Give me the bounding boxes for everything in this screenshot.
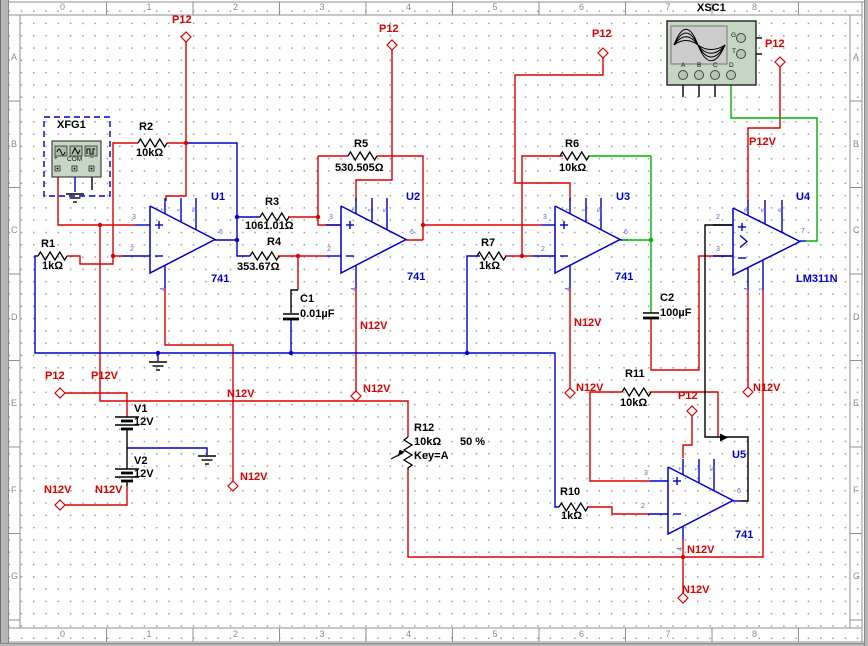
net-connector-diamond[interactable]	[350, 390, 362, 402]
wire-junction	[110, 253, 116, 259]
component-symbols[interactable]	[37, 31, 802, 604]
ground-trunk[interactable]	[149, 361, 167, 371]
wires-black-nets[interactable]	[91, 37, 762, 502]
wire-junction	[234, 237, 240, 243]
comparator-U4[interactable]	[732, 200, 802, 290]
xsc-terminal-d[interactable]	[726, 70, 736, 80]
function-generator-xfg1[interactable]	[43, 116, 111, 197]
wires-green-nets[interactable]	[588, 80, 818, 313]
capacitor-C2[interactable]	[643, 312, 659, 320]
oscilloscope-xsc1[interactable]	[666, 20, 757, 86]
resistor-R2[interactable]	[137, 137, 168, 149]
xsc-terminal-b[interactable]	[694, 70, 704, 80]
wire-junction	[155, 350, 161, 356]
resistor-R6[interactable]	[559, 150, 590, 162]
wire-junction	[519, 253, 525, 259]
resistor-R4[interactable]	[249, 250, 280, 262]
resistor-R11[interactable]	[621, 386, 652, 398]
wire-junction	[295, 253, 301, 259]
net-connector-diamond[interactable]	[774, 56, 786, 68]
net-connector-diamond[interactable]	[597, 47, 609, 59]
net-connector-diamond[interactable]	[686, 405, 698, 417]
resistor-R3[interactable]	[259, 211, 290, 223]
net-connector-diamond[interactable]	[742, 386, 754, 398]
wire-junction	[288, 350, 294, 356]
oscilloscope-screen	[670, 25, 728, 65]
resistor-R10[interactable]	[558, 501, 589, 513]
opamp-U3[interactable]	[554, 198, 622, 288]
scope-waveform-trace	[673, 40, 726, 50]
net-connector-diamond[interactable]	[564, 387, 576, 399]
wire-junction	[234, 214, 240, 220]
wire-junction	[680, 554, 686, 560]
xsc-terminal-t[interactable]	[736, 49, 746, 59]
xsc-terminal-a[interactable]	[678, 70, 688, 80]
opamp-U5[interactable]	[667, 459, 735, 540]
net-connector-diamond[interactable]	[227, 480, 239, 492]
wires-red-nets[interactable]	[57, 42, 781, 594]
resistor-R1[interactable]	[37, 250, 68, 262]
capacitor-C1[interactable]	[283, 313, 299, 321]
xsc-terminal-g[interactable]	[736, 33, 746, 43]
opamp-U2[interactable]	[340, 198, 408, 288]
battery-V2[interactable]	[115, 468, 139, 483]
resistor-R7[interactable]	[476, 250, 507, 262]
window-edge-right	[864, 0, 868, 646]
ground-battery-mid[interactable]	[198, 455, 216, 465]
wire-junction	[315, 214, 321, 220]
opamp-U1[interactable]	[149, 198, 217, 288]
xsc-terminal-c[interactable]	[710, 70, 720, 80]
window-edge-left	[0, 0, 9, 646]
wire-junction-arrow	[720, 433, 728, 442]
ground-xfg1[interactable]	[66, 193, 84, 203]
net-connector-diamond[interactable]	[677, 592, 689, 604]
net-connector-diamond[interactable]	[54, 387, 66, 399]
wire-junction	[464, 350, 470, 356]
wire-junction	[420, 222, 426, 228]
resistor-R5[interactable]	[347, 150, 378, 162]
sine-icon	[56, 148, 66, 156]
battery-V1[interactable]	[115, 416, 139, 431]
potentiometer-R12[interactable]	[390, 436, 414, 470]
wires-blue-nets[interactable]	[34, 142, 806, 515]
square-wave-button[interactable]	[84, 145, 98, 157]
window-edge-bottom	[0, 643, 868, 646]
wire-junction	[97, 222, 103, 228]
net-connector-diamond[interactable]	[54, 499, 66, 511]
wire-junction	[183, 140, 189, 146]
net-connector-diamond[interactable]	[180, 31, 192, 43]
net-connector-diamond[interactable]	[386, 39, 398, 51]
wire-junction	[648, 237, 654, 243]
